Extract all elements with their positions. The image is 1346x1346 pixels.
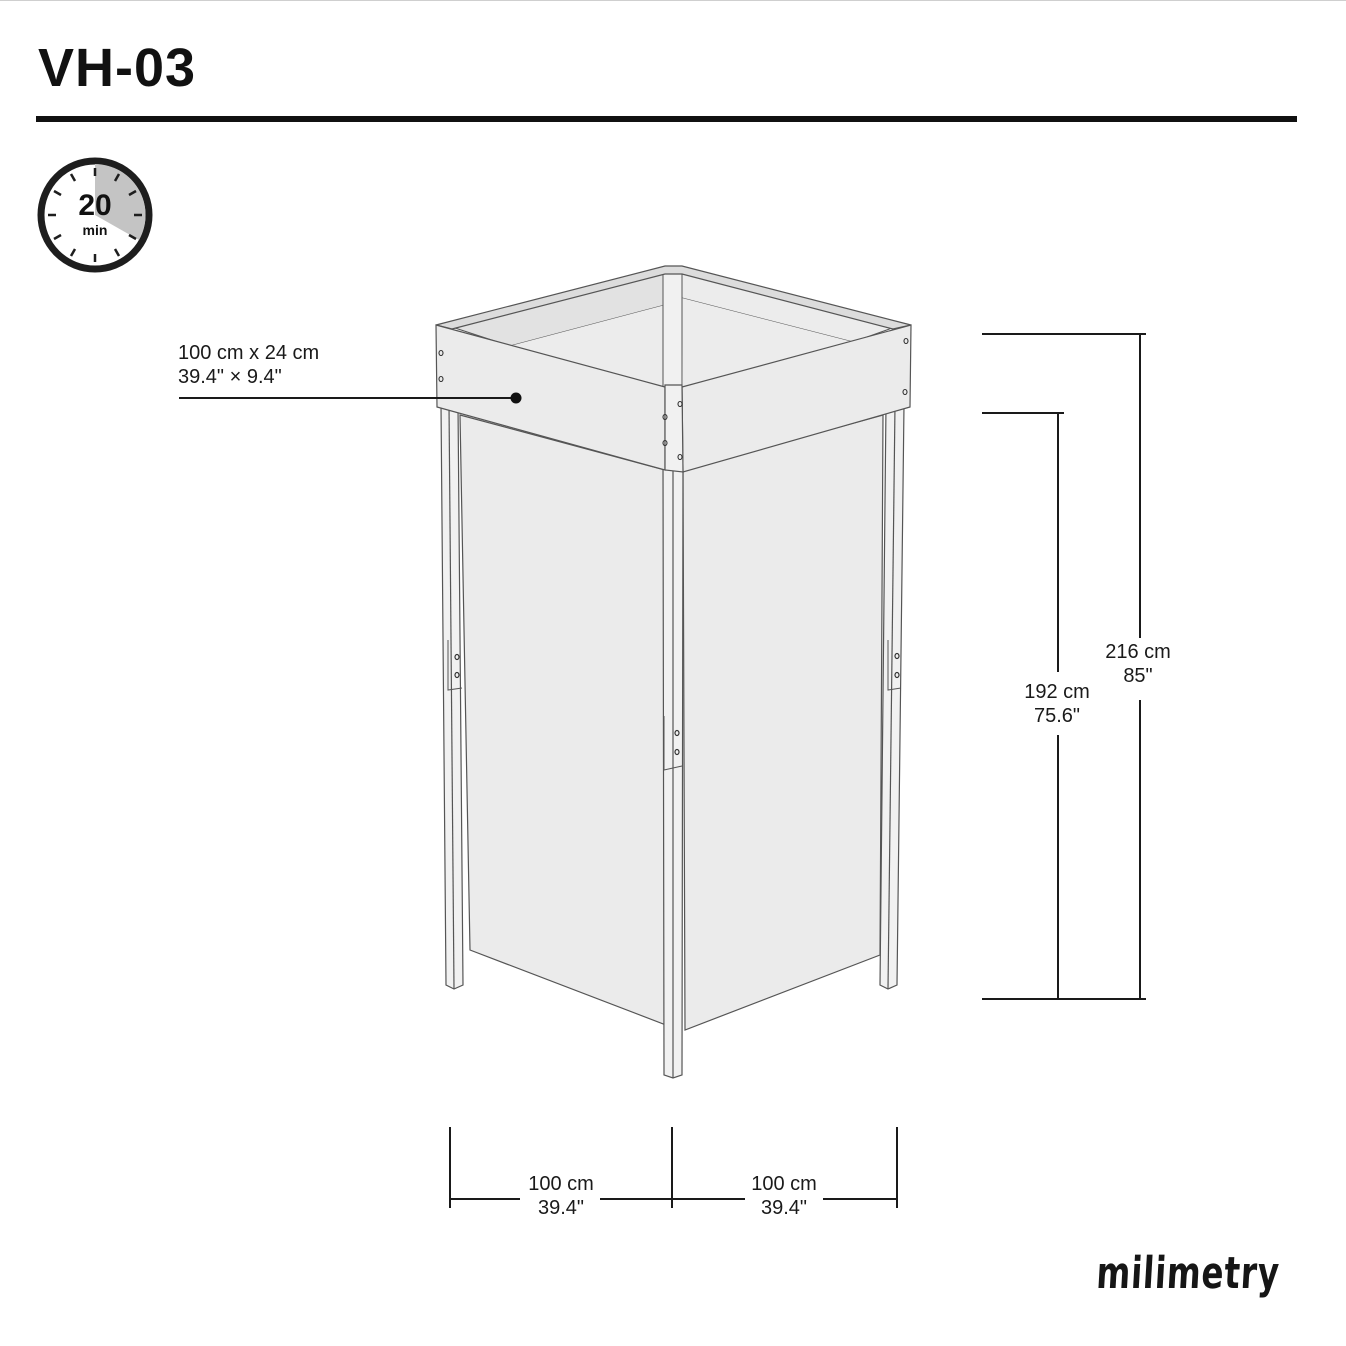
timer-value: 20 <box>78 189 112 222</box>
width-right-cm: 100 cm <box>751 1173 817 1195</box>
product-title: VH-03 <box>38 38 197 98</box>
height-body-in: 75.6" <box>1033 705 1081 727</box>
timer-unit: min <box>82 222 108 238</box>
top-border <box>0 0 1346 1</box>
width-left-cm: 100 cm <box>528 1173 594 1195</box>
timer-icon <box>37 157 153 273</box>
callout-imperial: 39.4" × 9.4" <box>178 366 282 388</box>
width-left-in: 39.4" <box>537 1197 585 1219</box>
height-total-cm: 216 cm <box>1105 641 1171 663</box>
callout-metric: 100 cm x 24 cm <box>178 342 320 364</box>
height-body-cm: 192 cm <box>1024 681 1090 703</box>
width-right-in: 39.4" <box>760 1197 808 1219</box>
brand-logo: milimetry <box>1095 1248 1282 1299</box>
height-total-in: 85" <box>1123 665 1153 687</box>
title-underline <box>36 116 1297 122</box>
